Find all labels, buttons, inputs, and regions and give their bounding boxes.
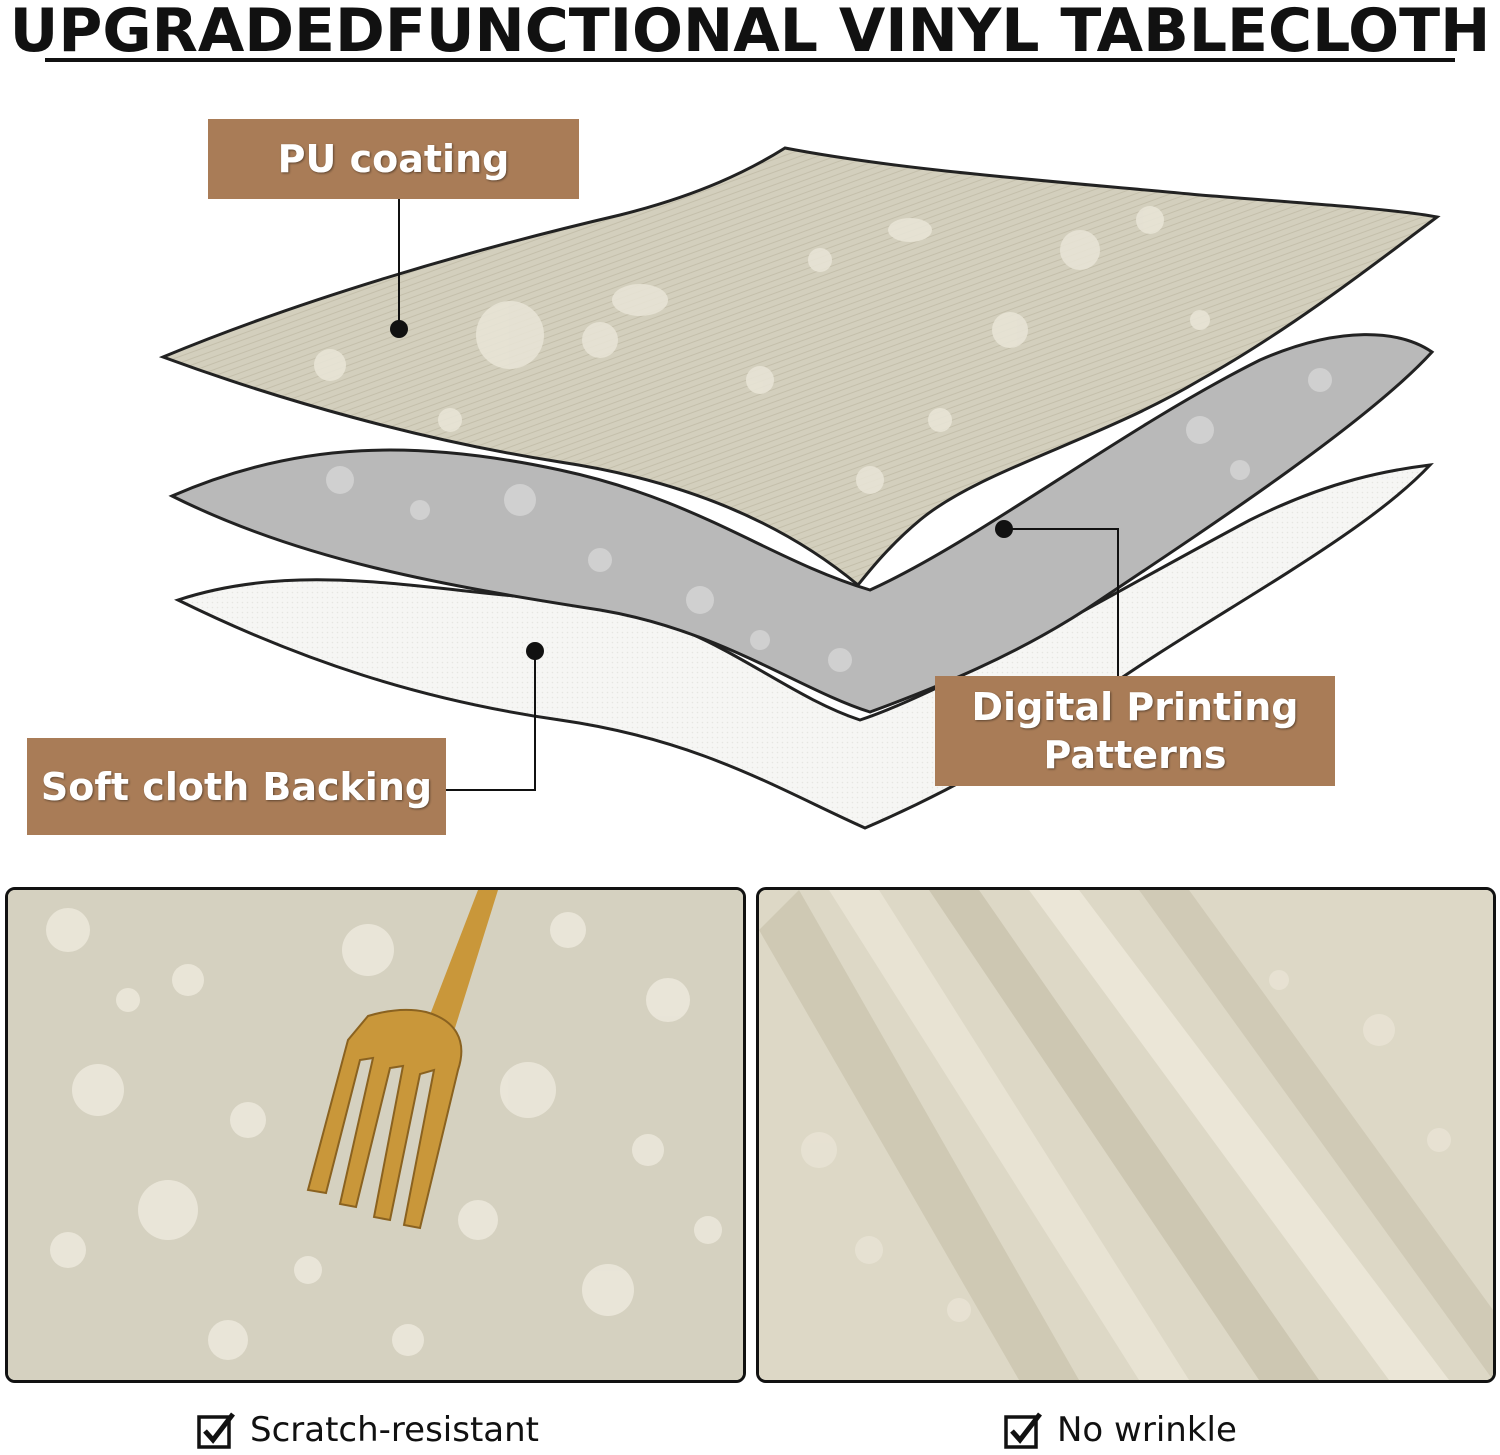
fork-icon [306, 890, 498, 1230]
feature-wrinkle: No wrinkle [1003, 1405, 1237, 1455]
soft-dot [526, 642, 544, 660]
layers-diagram [158, 146, 1441, 830]
print-layer [168, 333, 1435, 714]
feature-scratch-label: Scratch-resistant [250, 1410, 539, 1450]
feature-wrinkle-label: No wrinkle [1057, 1410, 1237, 1450]
digital-printing-label: Digital Printing Patterns [935, 676, 1335, 786]
feature-scratch: Scratch-resistant [196, 1405, 539, 1455]
fabric-flowers [801, 970, 1451, 1322]
title-underline [45, 58, 1455, 62]
soft-leader-line [446, 651, 536, 791]
wrinkle-photo [756, 887, 1496, 1383]
digital-label-line1: Digital Printing [971, 685, 1299, 729]
pu-dot [390, 320, 408, 338]
checkbox-checked-icon [1004, 1412, 1042, 1449]
pu-layer [158, 146, 1441, 588]
digital-label-line2: Patterns [1043, 733, 1227, 777]
page-title: UPGRADEDFUNCTIONAL VINYL TABLECLOTH [9, 0, 1491, 66]
print-flowers [326, 368, 1332, 672]
pu-flowers [314, 206, 1210, 494]
fabric-flowers [46, 908, 722, 1360]
checkbox-checked-icon [197, 1412, 235, 1449]
soft-backing-label: Soft cloth Backing [27, 738, 446, 835]
digital-leader-line [1004, 528, 1119, 676]
digital-dot [995, 520, 1013, 538]
pu-coating-label: PU coating [208, 119, 579, 199]
scratch-photo [5, 887, 746, 1383]
